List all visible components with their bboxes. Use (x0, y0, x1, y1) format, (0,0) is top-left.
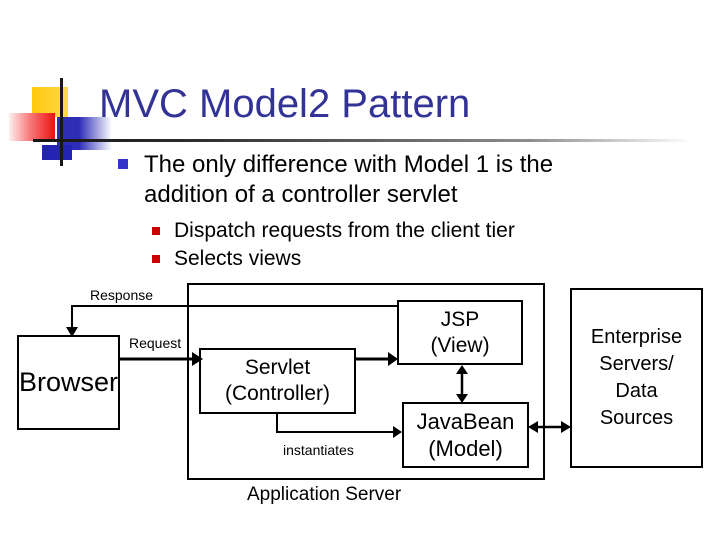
decoration-red-square (9, 113, 55, 141)
decoration-blue-square (57, 117, 112, 150)
javabean-label-line2: (Model) (428, 436, 503, 461)
sub-bullet-square-icon (152, 227, 160, 235)
javabean-label-line1: JavaBean (416, 409, 515, 434)
jsp-view-box: JSP (View) (397, 300, 523, 365)
sub-bullet2-text: Selects views (174, 247, 302, 270)
decoration-vertical-line (60, 78, 63, 166)
servlet-label-line2: (Controller) (224, 382, 331, 405)
response-label: Response (90, 287, 154, 303)
sub-bullet-square-icon (152, 255, 160, 263)
servlet-controller-box: Servlet (Controller) (199, 348, 356, 414)
enterprise-label-line3: Data (615, 380, 658, 402)
jsp-label-line2: (View) (430, 333, 490, 357)
bullet1-text-line1: The only difference with Model 1 is the (144, 151, 554, 178)
enterprise-label-line2: Servers/ (599, 353, 674, 375)
application-server-label: Application Server (247, 484, 402, 505)
jsp-label-line1: JSP (440, 307, 480, 331)
sub-bullet1-text: Dispatch requests from the client tier (174, 219, 515, 242)
servlet-label-line1: Servlet (244, 356, 311, 379)
enterprise-servers-box: Enterprise Servers/ Data Sources (570, 288, 703, 468)
instantiates-label: instantiates (283, 442, 354, 458)
slide-title: MVC Model2 Pattern (99, 82, 471, 126)
browser-label: Browser (18, 367, 119, 397)
bullet1-text-line2: addition of a controller servlet (144, 181, 458, 208)
application-server-container (187, 283, 545, 480)
enterprise-label-line4: Sources (599, 407, 674, 429)
javabean-model-box: JavaBean (Model) (402, 402, 529, 468)
browser-box: Browser (17, 335, 120, 430)
request-label: Request (129, 335, 182, 351)
decoration-small-blue-square (42, 145, 72, 160)
enterprise-label-line1: Enterprise (590, 326, 683, 348)
bullet-square-icon (118, 159, 128, 169)
title-divider-line (33, 139, 693, 142)
